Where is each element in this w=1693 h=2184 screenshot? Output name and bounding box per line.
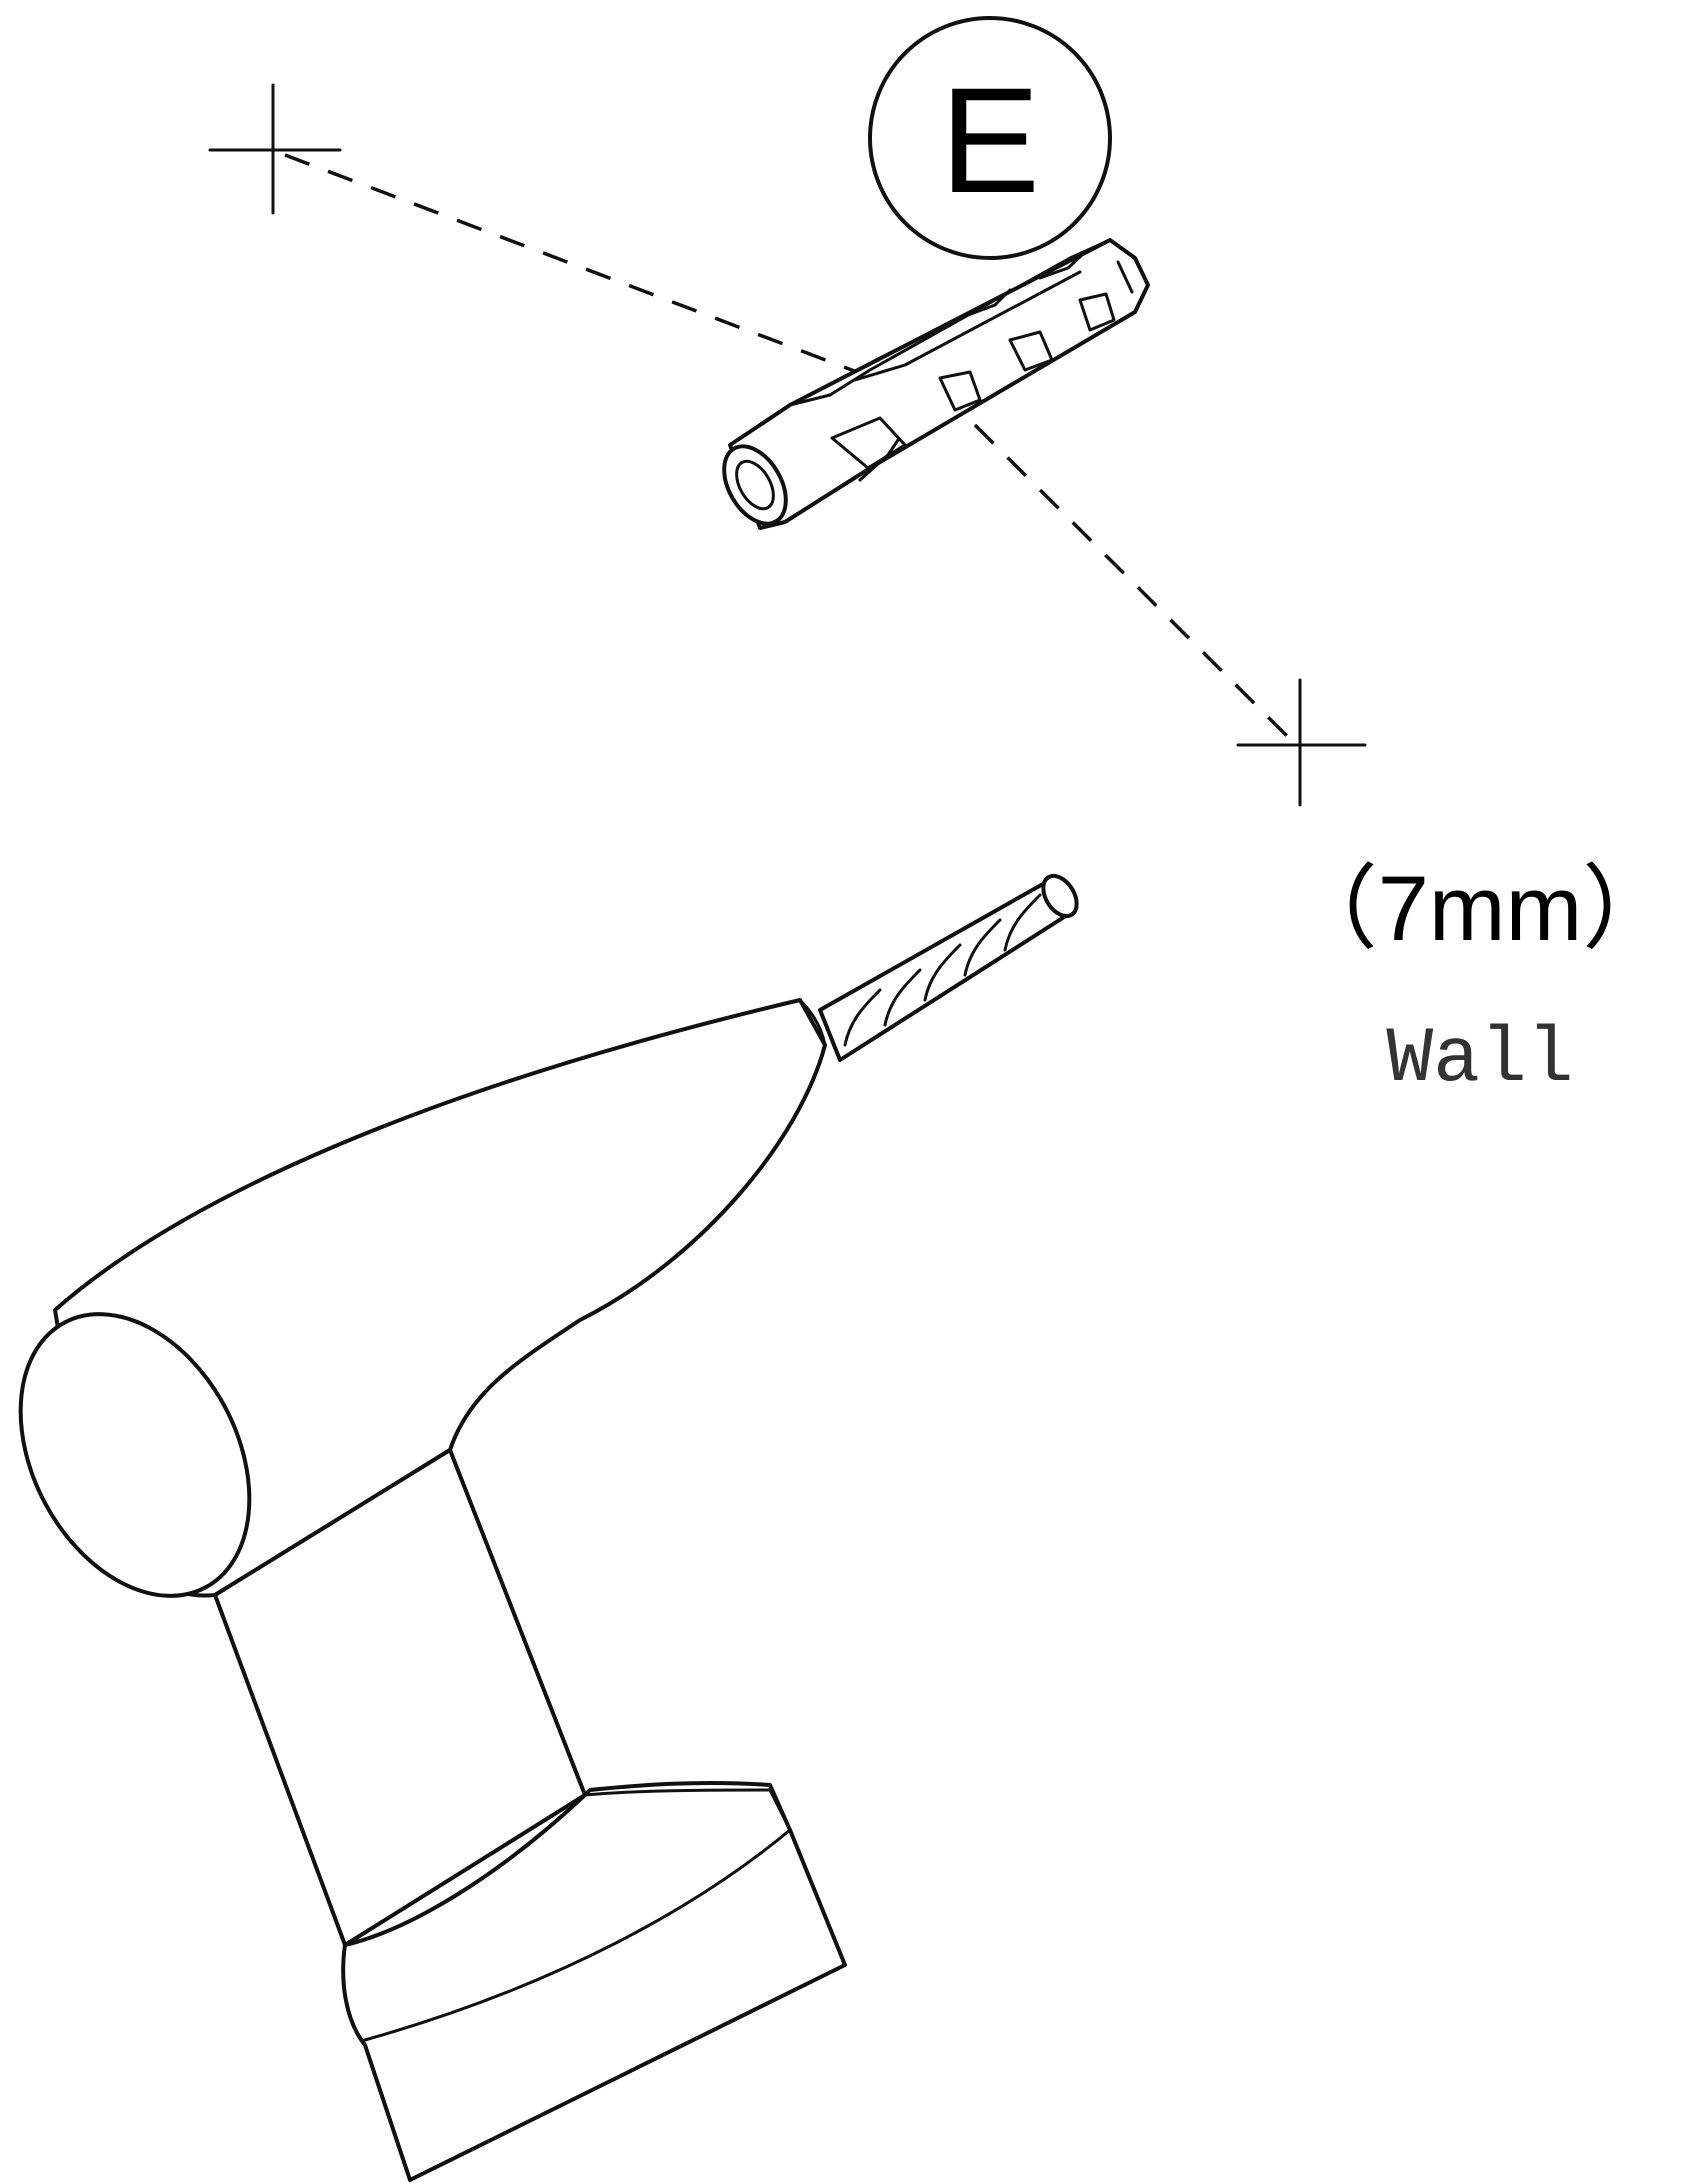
guide-line-left [284,153,866,377]
crosshair-mark-right [1236,678,1367,807]
part-label-badge: E [868,16,1112,260]
drill-size-label: （7mm） [1286,858,1674,960]
surface-label: Wall [1386,1016,1573,1104]
part-label-letter: E [940,56,1040,224]
wall-anchor-icon [722,238,1150,530]
guide-line-right [973,423,1290,739]
power-drill-icon [18,998,847,2182]
crosshair-mark-left [208,83,342,215]
drill-bit-icon [818,873,1079,1062]
